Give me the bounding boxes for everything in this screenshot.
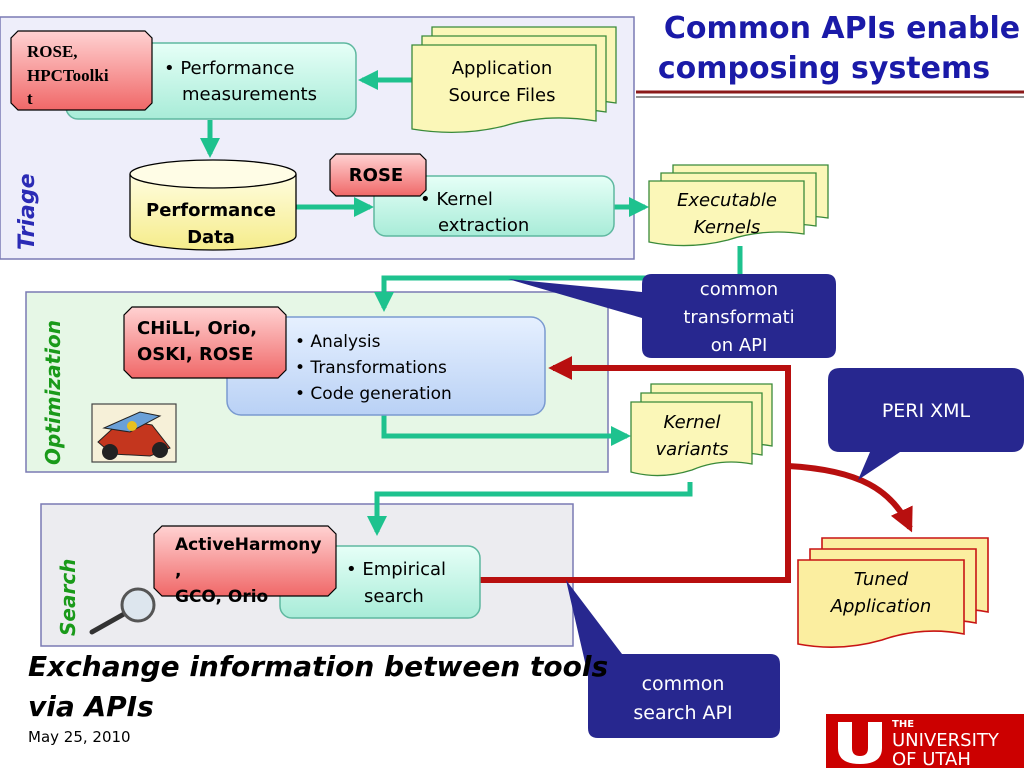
executable-kernels-line1: Executable bbox=[677, 190, 777, 211]
footer-date: May 25, 2010 bbox=[28, 728, 131, 746]
slide-title-line1: Common APIs enable bbox=[664, 11, 1020, 46]
empirical-search-line2: search bbox=[364, 586, 424, 607]
chill-orio-line1: CHiLL, Orio, bbox=[137, 318, 257, 339]
tuned-application-doc bbox=[797, 537, 989, 648]
triage-label: Triage bbox=[15, 173, 40, 250]
executable-kernels-line2: Kernels bbox=[694, 217, 761, 238]
transform-api-callout bbox=[508, 274, 836, 358]
app-source-line2: Source Files bbox=[448, 85, 555, 106]
kernel-extraction-box bbox=[373, 175, 615, 237]
peri-xml-label: PERI XML bbox=[882, 400, 971, 422]
executable-kernels-doc bbox=[648, 164, 829, 247]
kernel-variants-line1: Kernel bbox=[663, 412, 720, 433]
activeharmony-line3: GCO, Orio bbox=[175, 587, 268, 607]
utah-logo-line3: OF UTAH bbox=[892, 749, 971, 768]
red-arrow-to-tuned bbox=[787, 463, 913, 533]
performance-data-line2: Data bbox=[187, 227, 235, 248]
perf-measurements-line1: • Performance bbox=[164, 58, 294, 79]
slide-title-line2: composing systems bbox=[658, 51, 990, 86]
rose-hpctoolkit-line1: ROSE, bbox=[27, 42, 78, 61]
perf-measurements-line2: measurements bbox=[182, 84, 317, 105]
tuned-application-line2: Application bbox=[830, 596, 932, 617]
rose-tag-label: ROSE bbox=[349, 165, 403, 186]
rose-hpctoolkit-tag bbox=[10, 30, 153, 111]
activeharmony-line1: ActiveHarmony bbox=[175, 535, 321, 555]
transform-api-line3: on API bbox=[711, 335, 768, 356]
kernel-extraction-line1: • Kernel bbox=[420, 189, 493, 210]
race-car-picture bbox=[91, 403, 177, 463]
analysis-item-1: • Analysis bbox=[295, 332, 381, 352]
footer-caption-line1: Exchange information between tools bbox=[28, 650, 608, 683]
chill-orio-line2: OSKI, ROSE bbox=[137, 344, 253, 365]
search-api-line2: search API bbox=[633, 702, 732, 724]
utah-logo-line1: THE bbox=[892, 719, 914, 730]
arrow-variants-to-search bbox=[367, 482, 693, 536]
arrow-exec-to-analysis bbox=[374, 246, 743, 312]
activeharmony-tag bbox=[153, 525, 337, 597]
rose-hpctoolkit-line2: HPCToolki bbox=[27, 66, 109, 85]
peri-xml-callout bbox=[828, 368, 1024, 480]
empirical-search-line1: • Empirical bbox=[346, 559, 446, 580]
kernel-extraction-line2: extraction bbox=[438, 215, 529, 236]
kernel-variants-doc bbox=[630, 383, 773, 477]
search-api-callout bbox=[566, 580, 780, 738]
optimization-label: Optimization bbox=[41, 320, 65, 465]
analysis-item-2: • Transformations bbox=[295, 358, 447, 378]
rose-tag bbox=[329, 153, 427, 197]
arrow-analysis-to-variants bbox=[381, 415, 631, 446]
rose-hpctoolkit-line3: t bbox=[27, 89, 33, 108]
performance-data-line1: Performance bbox=[146, 200, 276, 221]
utah-logo-line2: UNIVERSITY bbox=[892, 730, 1000, 751]
app-source-files-doc bbox=[411, 26, 617, 134]
kernel-variants-line2: variants bbox=[656, 439, 729, 460]
search-label: Search bbox=[56, 559, 80, 636]
transform-api-line2: transformati bbox=[683, 307, 794, 328]
footer-caption-line2: via APIs bbox=[28, 690, 154, 723]
magnifier-picture bbox=[89, 587, 156, 635]
search-api-line1: common bbox=[642, 673, 725, 695]
analysis-item-3: • Code generation bbox=[295, 384, 452, 404]
chill-orio-tag bbox=[123, 306, 287, 379]
activeharmony-line2: , bbox=[175, 561, 181, 581]
red-arrow-search-to-analysis bbox=[480, 356, 791, 583]
tuned-application-line1: Tuned bbox=[854, 569, 909, 590]
performance-data-db bbox=[129, 159, 297, 251]
transform-api-line1: common bbox=[700, 279, 778, 300]
university-of-utah-logo: THE UNIVERSITY OF UTAH bbox=[826, 714, 1024, 770]
app-source-line1: Application bbox=[452, 58, 553, 79]
